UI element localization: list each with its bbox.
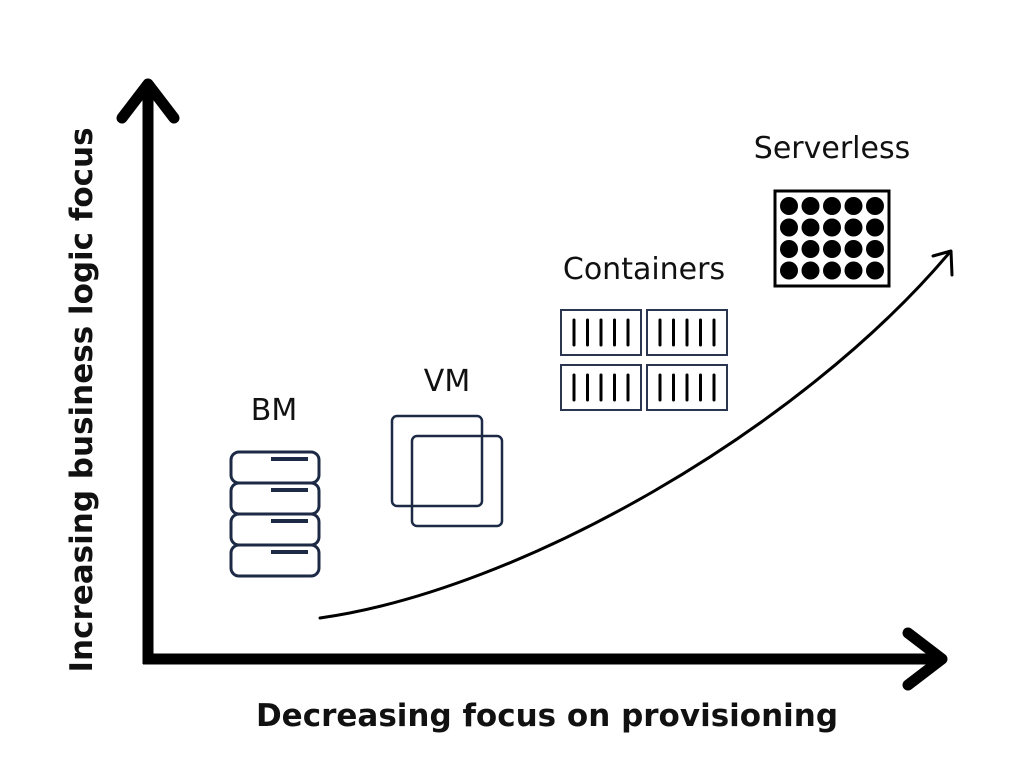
- stage-bm: BM: [229, 393, 321, 578]
- trend-curve-line: [318, 250, 952, 620]
- stage-serverless-label: Serverless: [754, 131, 910, 166]
- serverless-dot: [866, 218, 884, 237]
- serverless-dot: [780, 197, 798, 215]
- x-axis-arrowhead-icon: [902, 627, 948, 691]
- dot-grid-icon: [773, 189, 891, 288]
- stage-serverless: Serverless: [754, 131, 910, 288]
- y-axis-label: Increasing business logic focus: [64, 127, 100, 672]
- serverless-dot: [844, 240, 863, 258]
- serverless-dot: [823, 197, 841, 215]
- serverless-dot: [780, 240, 798, 258]
- y-axis-arrowhead-icon: [116, 78, 180, 124]
- serverless-dot: [866, 261, 884, 280]
- x-axis: [143, 627, 948, 691]
- serverless-dot: [844, 261, 863, 280]
- overlapping-windows-icon: [390, 414, 504, 528]
- serverless-dot: [801, 218, 820, 237]
- stage-containers: Containers: [560, 252, 728, 411]
- stage-vm: VM: [390, 364, 504, 528]
- stage-bm-label: BM: [251, 393, 297, 428]
- trend-arrowhead-icon: [931, 249, 954, 277]
- serverless-dot: [801, 197, 820, 215]
- x-axis-label: Decreasing focus on provisioning: [256, 698, 838, 734]
- serverless-dot: [844, 197, 863, 215]
- stage-vm-label: VM: [424, 364, 470, 399]
- server-rack-icon: [229, 450, 321, 578]
- serverless-dot: [780, 261, 798, 280]
- serverless-dot: [823, 218, 841, 237]
- serverless-dot: [823, 240, 841, 258]
- stage-containers-label: Containers: [563, 252, 725, 287]
- serverless-dot: [844, 218, 863, 237]
- serverless-dot: [780, 218, 798, 237]
- trend-curve: [318, 249, 954, 620]
- serverless-dot: [866, 240, 884, 258]
- serverless-dot: [801, 261, 820, 280]
- serverless-dot: [866, 197, 884, 215]
- y-axis: [116, 78, 180, 664]
- shipping-containers-icon: [560, 309, 728, 411]
- serverless-dot: [801, 240, 820, 258]
- serverless-dot: [823, 261, 841, 280]
